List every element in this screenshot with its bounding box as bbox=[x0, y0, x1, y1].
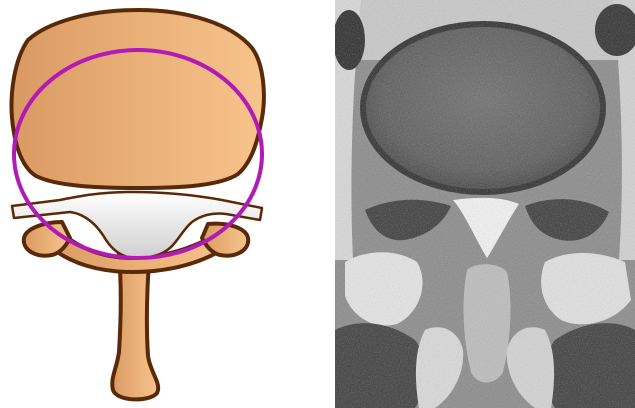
mri-svg bbox=[335, 0, 635, 408]
vertebra-diagram bbox=[0, 0, 330, 408]
mri-noise-overlay bbox=[335, 0, 635, 408]
vertebral-body bbox=[12, 10, 264, 188]
vertebra-svg bbox=[0, 0, 330, 408]
mri-image bbox=[335, 0, 635, 408]
